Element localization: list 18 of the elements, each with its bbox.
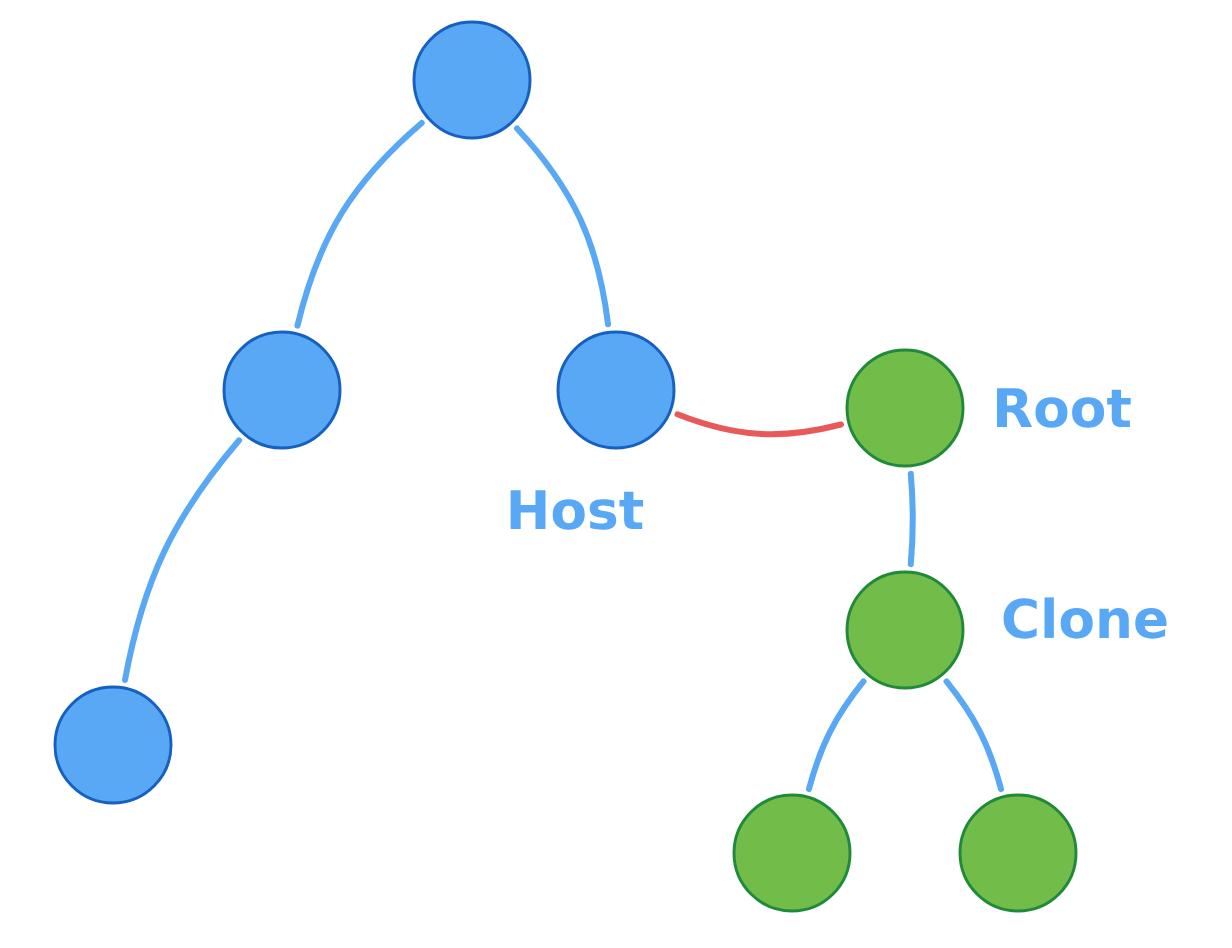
node-label: Host <box>510 490 643 530</box>
tree-node-circle <box>845 570 965 690</box>
tree-edge <box>514 125 612 328</box>
tree-edge <box>294 119 425 329</box>
tree-edge <box>943 678 1005 793</box>
tree-edge <box>907 470 916 568</box>
tree-node-circle <box>845 348 965 468</box>
tree-edge <box>122 437 243 683</box>
tree-node-circle <box>412 20 532 140</box>
tree-node-circle <box>556 330 676 450</box>
tree-edge <box>674 411 844 438</box>
node-label: Clone <box>1003 597 1167 639</box>
tree-node-circle <box>732 793 852 913</box>
tree-node-circle <box>53 685 173 805</box>
tree-node-circle <box>958 793 1078 913</box>
tree-node-circle <box>222 330 342 450</box>
node-label: Root <box>997 388 1131 428</box>
tree-edge <box>806 678 867 793</box>
